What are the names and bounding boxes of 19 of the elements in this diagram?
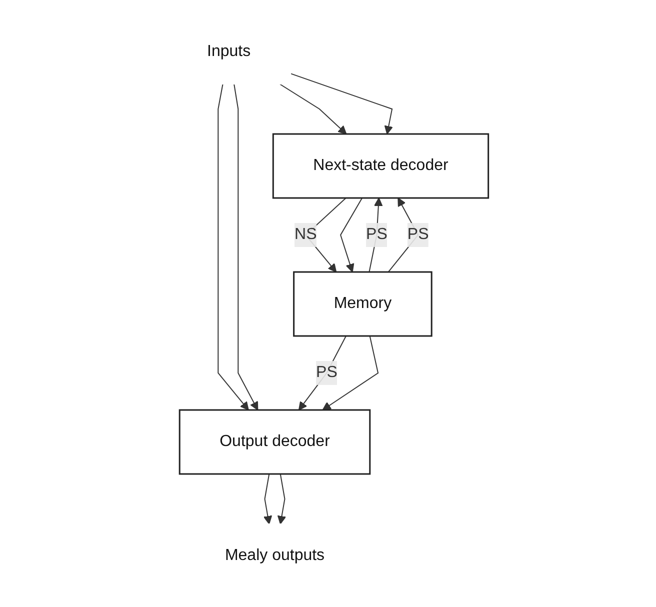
- arrow: [278, 473, 286, 524]
- arrow: [218, 83, 250, 410]
- arrow: [280, 83, 348, 134]
- arrow: [234, 83, 258, 410]
- arrow: [298, 335, 347, 410]
- node-box: Next-state decoder: [272, 132, 490, 198]
- arrow: [264, 473, 272, 524]
- arrow: [369, 197, 384, 272]
- arrow: [322, 335, 379, 410]
- node-text: Mealy outputs: [225, 546, 325, 564]
- node-box: Output decoder: [179, 408, 371, 474]
- node-box: Memory: [293, 270, 433, 336]
- edge-label: PS: [366, 225, 388, 242]
- arrow: [290, 72, 394, 134]
- arrow: [340, 197, 363, 272]
- edge-label: PS: [316, 363, 338, 380]
- edge-label: PS: [408, 225, 430, 242]
- node-text: Inputs: [207, 42, 251, 60]
- edge-label: NS: [294, 225, 318, 242]
